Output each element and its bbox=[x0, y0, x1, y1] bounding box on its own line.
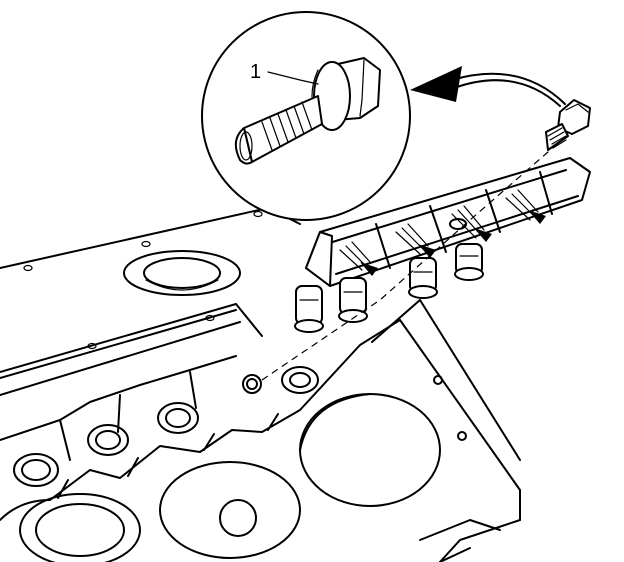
engine-block-icon bbox=[0, 207, 521, 562]
lifter-guide-icon bbox=[294, 157, 591, 333]
callout-number-1: 1 bbox=[250, 61, 261, 83]
installation-line bbox=[261, 151, 549, 381]
bolt-icon bbox=[545, 99, 591, 151]
curved-arrow-icon bbox=[410, 66, 566, 107]
bolt-detail-inset-icon: 1 bbox=[201, 11, 411, 221]
